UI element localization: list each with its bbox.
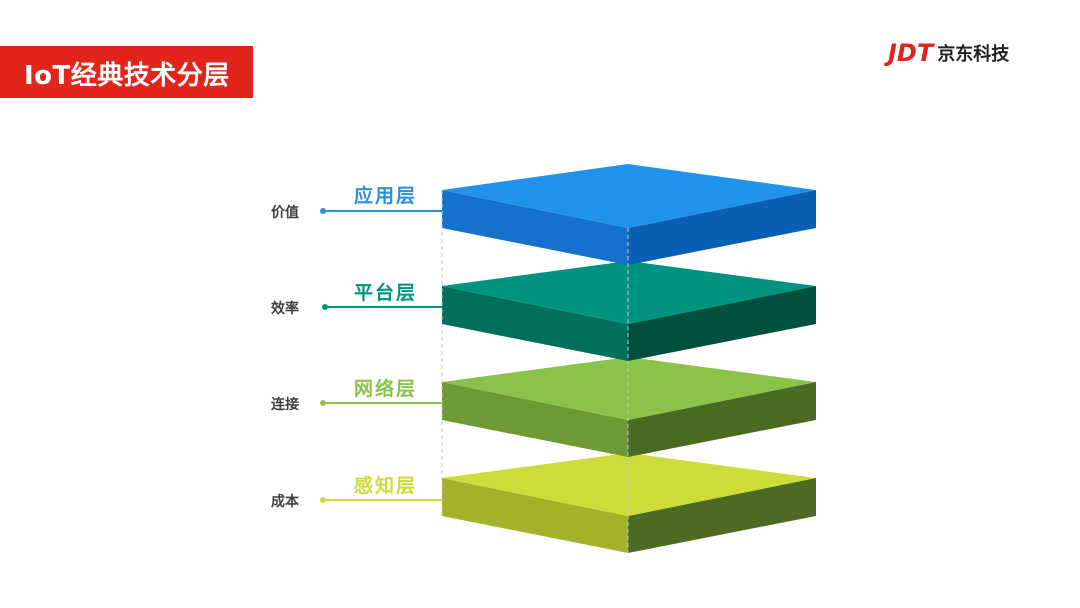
brand-name: 京东科技 — [937, 44, 1010, 65]
slab-top — [442, 453, 816, 516]
jdt-logo: JDT — [888, 39, 934, 67]
layer-name-network: 网络层 — [354, 378, 418, 400]
brand-logo-group: JDT 京东科技 — [888, 38, 1009, 68]
slab-side-left — [442, 286, 628, 361]
slab-top — [442, 261, 816, 324]
title-banner: IoT经典技术分层 — [0, 46, 253, 98]
slab-side-right — [628, 382, 816, 457]
layer-name-application: 应用层 — [354, 185, 418, 207]
connector-network — [320, 400, 442, 406]
layer-slab-perception — [442, 453, 816, 553]
slab-side-left — [442, 190, 628, 265]
slab-top — [442, 164, 816, 228]
value-label-network: 连接 — [271, 397, 299, 413]
connector-perception — [320, 497, 442, 503]
layer-slab-application — [442, 164, 816, 265]
value-label-platform: 效率 — [271, 301, 299, 317]
slab-side-right — [628, 478, 816, 553]
slab-side-left — [442, 478, 628, 553]
slab-top — [442, 357, 816, 420]
layer-slab-platform — [442, 261, 816, 361]
slab-side-left — [442, 382, 628, 457]
slab-side-right — [628, 190, 816, 265]
layer-slab-network — [442, 357, 816, 457]
layer-name-platform: 平台层 — [354, 282, 418, 304]
slab-side-right — [628, 286, 816, 361]
layer-name-perception: 感知层 — [354, 475, 418, 497]
connector-platform — [322, 304, 442, 310]
value-label-perception: 成本 — [271, 494, 299, 510]
value-label-application: 价值 — [271, 205, 299, 221]
page-title: IoT经典技术分层 — [24, 61, 230, 91]
connector-application — [320, 208, 442, 214]
